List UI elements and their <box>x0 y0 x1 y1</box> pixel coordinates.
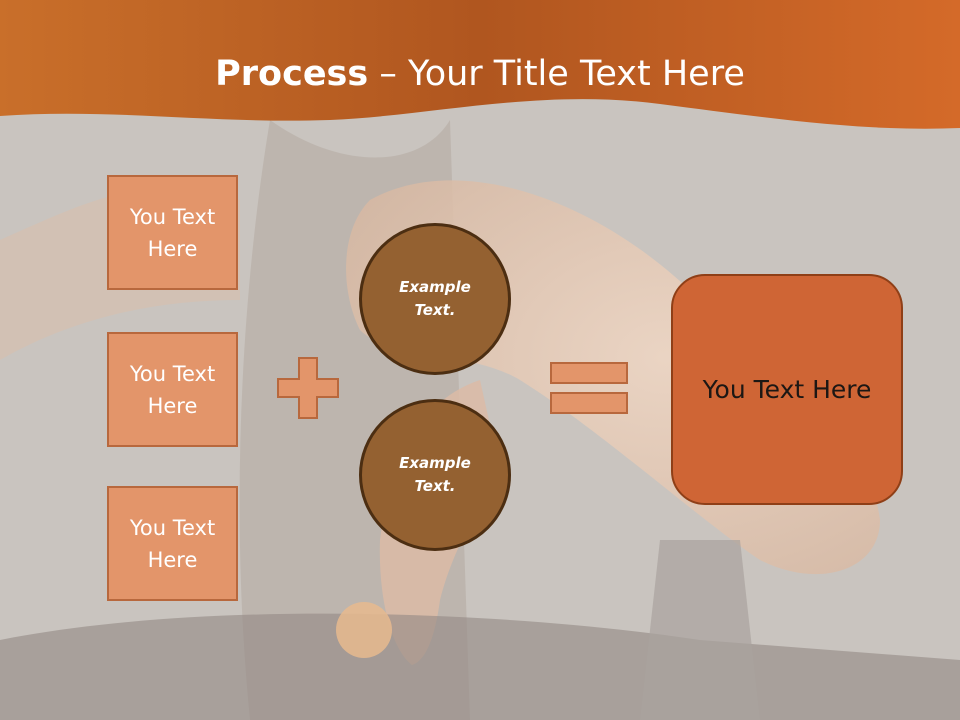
circle-label: Example Text. <box>399 454 471 495</box>
example-circle-2[interactable]: Example Text. <box>359 399 511 551</box>
result-label: You Text Here <box>702 375 872 404</box>
text-box-1[interactable]: You Text Here <box>107 175 238 290</box>
page-title: Process – Your Title Text Here <box>0 52 960 96</box>
equals-icon <box>550 362 628 414</box>
text-box-label: You Text Here <box>129 204 216 261</box>
plus-icon <box>277 357 339 419</box>
text-box-label: You Text Here <box>129 515 216 572</box>
text-box-label: You Text Here <box>129 361 216 418</box>
circle-label: Example Text. <box>399 278 471 319</box>
title-banner <box>0 0 960 129</box>
result-box[interactable]: You Text Here <box>671 274 903 505</box>
text-box-2[interactable]: You Text Here <box>107 332 238 447</box>
example-circle-1[interactable]: Example Text. <box>359 223 511 375</box>
title-bold: Process <box>215 54 369 94</box>
text-box-3[interactable]: You Text Here <box>107 486 238 601</box>
title-rest: – Your Title Text Here <box>368 54 745 94</box>
